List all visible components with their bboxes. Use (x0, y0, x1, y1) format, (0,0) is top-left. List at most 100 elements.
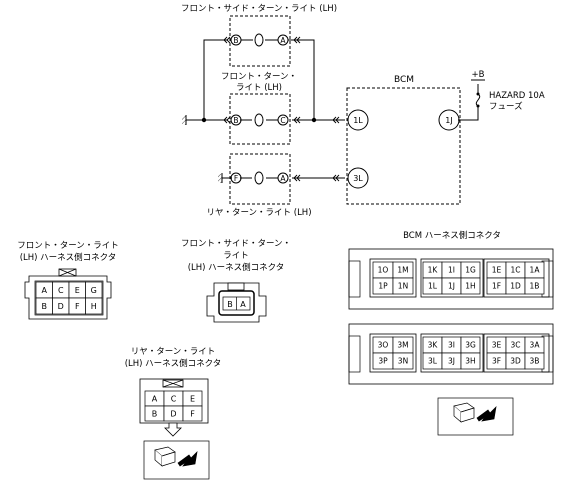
pin-rear-f (230, 172, 242, 184)
pin-label: 1N (398, 282, 408, 291)
pin-block-frame (369, 258, 417, 298)
pin-label: C (171, 394, 177, 403)
front-lamp-label: ライト (LH) (236, 83, 282, 93)
pin-label: 3L (353, 174, 363, 183)
ground-icon (218, 173, 223, 183)
pin-block-frame (420, 333, 484, 373)
rear-lamp-label: リヤ・ターン・ライト (LH) (206, 208, 311, 218)
pin-label: B (152, 409, 158, 418)
pin-label: 1P (378, 282, 388, 291)
pin-label: A (280, 174, 286, 183)
front-lamp-label: フロント・ターン・ (221, 72, 297, 82)
pin-label: A (42, 286, 48, 295)
pin-bcm-1j (438, 109, 460, 131)
pin-label: E (190, 394, 195, 403)
fuse-type-label: フューズ (489, 101, 523, 112)
pin-label: G (91, 286, 97, 295)
pin-label: 3I (448, 341, 455, 350)
pin-label: B (233, 116, 238, 125)
pin-label: 1M (397, 266, 408, 275)
pin-label: 1L (428, 282, 438, 291)
pin-cell (524, 277, 545, 295)
pin-label: 3G (465, 341, 476, 350)
pin-label: A (280, 36, 286, 45)
circuit-diagram (186, 15, 485, 205)
pin-cell (392, 277, 414, 295)
connector-title: (LH) ハーネス側コネクタ (188, 262, 285, 273)
pin-label: 3O (378, 341, 389, 350)
pin-label: D (170, 409, 176, 418)
pin-label: F (190, 409, 195, 418)
connector-title: (LH) ハーネス側コネクタ (125, 358, 222, 369)
pin-cell (460, 277, 481, 295)
view-direction-frame (143, 440, 210, 480)
pin-bcm-1l (347, 109, 369, 131)
pin-label: 1J (448, 282, 455, 291)
front-side-lamp-connector: フロント・サイド・ターン・ ライト (LH) ハーネス側コネクタ B A (181, 239, 291, 323)
pin-label: 1B (530, 282, 540, 291)
pin-label: 3D (510, 357, 521, 366)
pin-cell (524, 352, 545, 370)
pin-label: 3E (492, 341, 502, 350)
pin-block-frame (483, 333, 550, 373)
pin-label: 1J (445, 116, 452, 125)
pin-label: B (42, 302, 48, 311)
bulb-rear-icon (254, 171, 264, 185)
view-direction-icon (453, 402, 497, 423)
connector-title: リヤ・ターン・ライト (131, 347, 216, 357)
pin-label: 3H (465, 357, 475, 366)
pin-label: A (240, 300, 246, 309)
pin-block-frame (369, 333, 417, 373)
connector-title: (LH) ハーネス側コネクタ (20, 252, 117, 263)
pin-label: 1H (465, 282, 475, 291)
pin-cell (392, 352, 414, 370)
pin-label: F (75, 302, 80, 311)
chevron-icons (223, 36, 340, 182)
pin-label: 1A (530, 266, 541, 275)
pin-label: 1D (510, 282, 521, 291)
view-direction-frame (437, 397, 514, 436)
pin-label: D (58, 302, 64, 311)
pin-label: 1I (448, 266, 455, 275)
pin-block-frame (483, 258, 550, 298)
pin-label: 3B (530, 357, 540, 366)
front-side-lamp-label: フロント・サイド・ターン・ライト (LH) (181, 4, 337, 14)
fuse-name-label: HAZARD 10A (489, 91, 545, 101)
fuse-terminal-dot (476, 92, 480, 96)
fuse-plus-label: +B (472, 70, 485, 80)
connector-title: フロント・ターン・ライト (17, 241, 119, 251)
pin-bcm-3l (347, 167, 369, 189)
pin-cell (182, 405, 203, 422)
pin-label: 3M (397, 341, 408, 350)
pin-label: 3K (428, 341, 439, 350)
pin-label: 3L (428, 357, 438, 366)
pin-label: 1L (353, 116, 363, 125)
pin-label: 3P (378, 357, 388, 366)
pin-label: 1G (465, 266, 476, 275)
pin-rear-a (277, 172, 289, 184)
pin-label: E (75, 286, 80, 295)
junction-dot (311, 117, 317, 123)
connector-title: BCM ハーネス側コネクタ (403, 230, 501, 241)
pin-label: 1E (492, 266, 502, 275)
fuse-icon (475, 93, 481, 107)
bulb-side-icon (254, 33, 264, 47)
pin-block-frame (420, 258, 484, 298)
pin-label: 1C (510, 266, 520, 275)
pin-label: 3A (530, 341, 541, 350)
pin-label: H (91, 302, 97, 311)
pin-cell (85, 297, 103, 315)
connector-latch (227, 282, 245, 291)
bulb-front-icon (254, 113, 264, 127)
pin-label: 3F (492, 357, 501, 366)
pin-label: 3C (510, 341, 520, 350)
wire-plus-b (471, 79, 485, 94)
